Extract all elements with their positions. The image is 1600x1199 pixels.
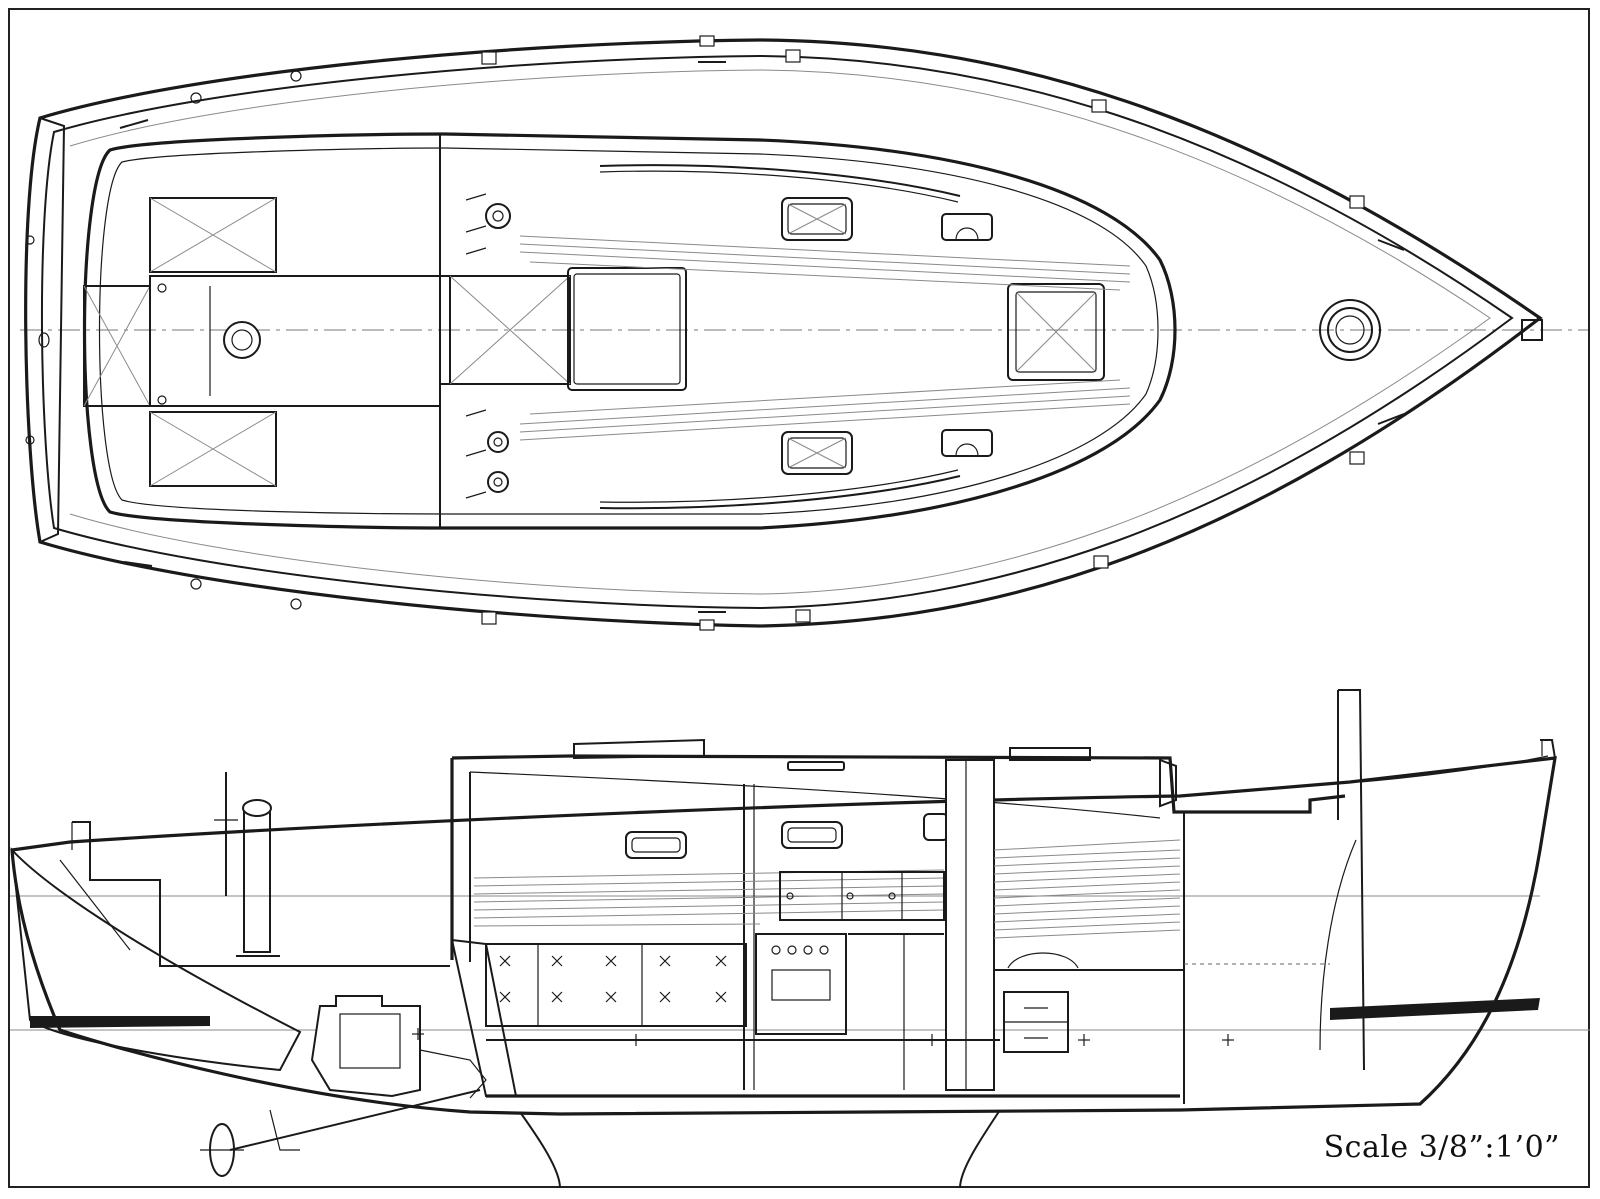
companionway-hatch [449,275,571,385]
cabin-trunk-inner [98,147,1159,515]
stanchion-base [785,49,801,63]
bulkhead-step [450,938,518,1097]
dorade-stbd [941,429,993,457]
transom [39,117,66,543]
deck-plan [20,35,1588,631]
boot-stripe-aft [30,1016,210,1028]
cockpit-sole [72,821,450,967]
cabin-house [450,754,1346,960]
stanchion-base [1091,99,1107,113]
cockpit-drain-icon [223,321,261,359]
pillow [1007,952,1079,969]
hull-outline [24,38,1543,628]
stove [755,933,847,1035]
oven-door [771,969,831,1001]
prop-shaft [229,1089,481,1151]
keel [519,1109,1001,1189]
settee [485,943,747,1027]
forestay-pole [1338,689,1365,1071]
scale-label: Scale 3/8”:1’0” [1323,1130,1560,1165]
tufting [499,955,727,1003]
profile-view [10,689,1590,1189]
locker-hatch-stbd [149,411,277,487]
cleat-icon [465,193,487,499]
locker-hatch-port [149,197,277,273]
deck-vent-port [781,197,853,241]
winch-icon [487,431,509,453]
stanchion-base [1349,195,1365,209]
handrail-port [599,164,961,197]
mast-partner [1319,299,1381,361]
galley-lockers [779,871,945,921]
compass-icon [242,799,272,817]
deck-vent-stbd [781,431,853,475]
stanchion-base [1349,451,1365,465]
winch-icon [485,203,511,229]
handrail-profile [787,761,845,771]
hatch-slide [573,738,705,760]
stanchion-base [795,609,811,623]
cleat-icon [119,61,1405,613]
bow-pulpit [1540,739,1556,759]
forward-hatch [1007,283,1105,381]
winch-icon [487,471,509,493]
stanchion-base [481,611,497,625]
stanchion-base [481,51,497,65]
fwd-hatch-profile [1009,747,1091,761]
mast-profile [945,759,995,1091]
engine [310,995,421,1098]
rudder [10,847,302,1072]
boot-stripe-fwd [1330,998,1540,1020]
handrail-stbd [599,475,961,510]
cockpit-well [149,275,441,407]
dorade-port [941,213,993,241]
deck-edge-line [69,69,1491,595]
cabin-trunk [82,132,1177,530]
porthole [781,821,843,849]
porthole [625,831,687,859]
joinery-louvers [473,839,1181,939]
main-hatch [567,267,687,391]
stanchion-base [1093,555,1109,569]
porthole [923,813,949,841]
bow-fitting [1521,319,1543,341]
toe-rail [40,54,1514,610]
